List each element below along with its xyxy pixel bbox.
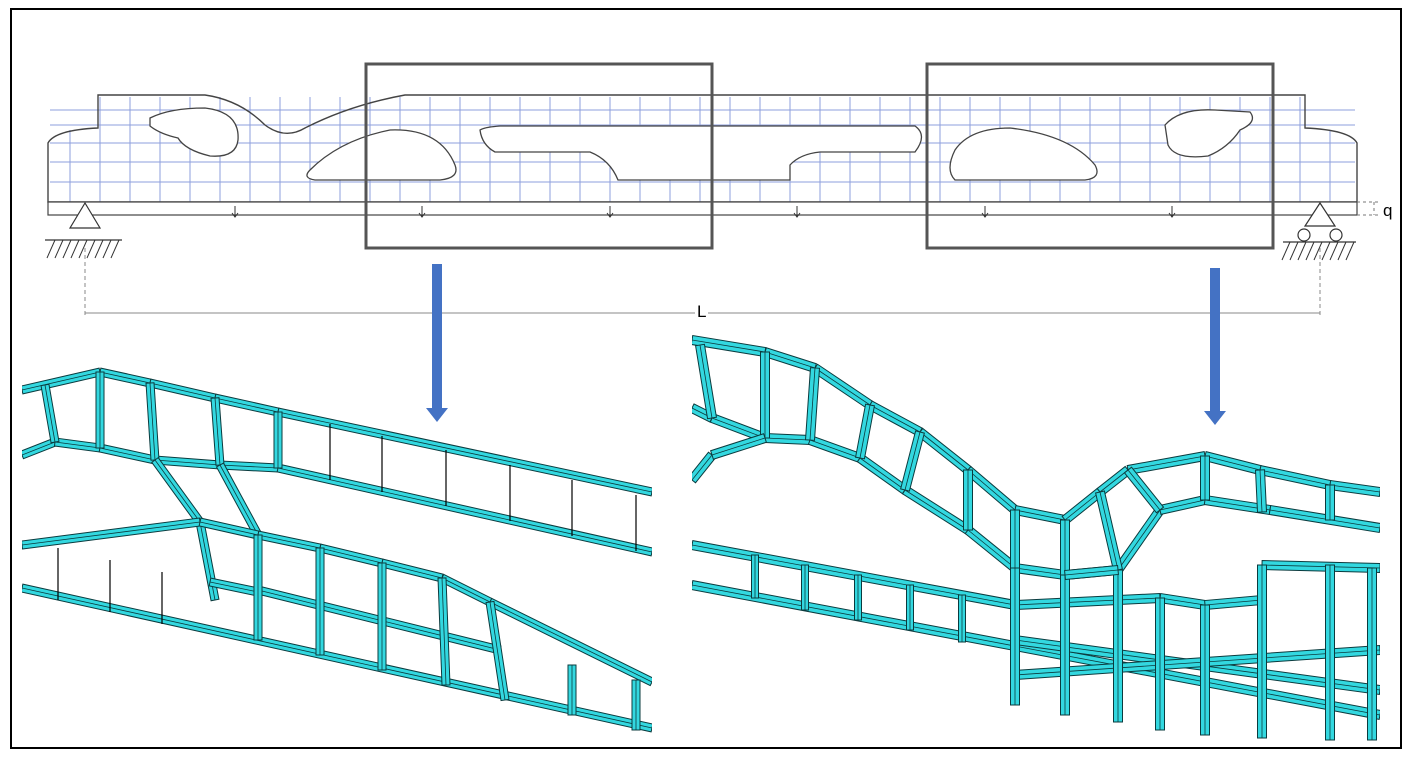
hole-1 (149, 107, 239, 157)
span-label: L (695, 302, 709, 321)
zoom-arrow-right (1204, 268, 1226, 425)
hole-5 (1164, 109, 1254, 158)
detail-box-left (364, 62, 714, 250)
support-roller (1281, 201, 1356, 261)
load-label: q (1383, 201, 1393, 220)
beam-outline (47, 94, 1358, 203)
detail-box-right (925, 62, 1275, 250)
hole-4 (949, 127, 1098, 181)
load-bracket (1357, 201, 1378, 216)
detail-view-left (22, 367, 652, 733)
support-pin (45, 201, 122, 259)
load-arrows (231, 206, 1176, 218)
zoom-arrow-left (426, 264, 448, 422)
hole-3 (479, 125, 923, 181)
beam-mesh (47, 94, 1358, 203)
beam-base (47, 201, 1358, 216)
detail-view-right (692, 335, 1380, 741)
hole-2 (306, 129, 457, 181)
